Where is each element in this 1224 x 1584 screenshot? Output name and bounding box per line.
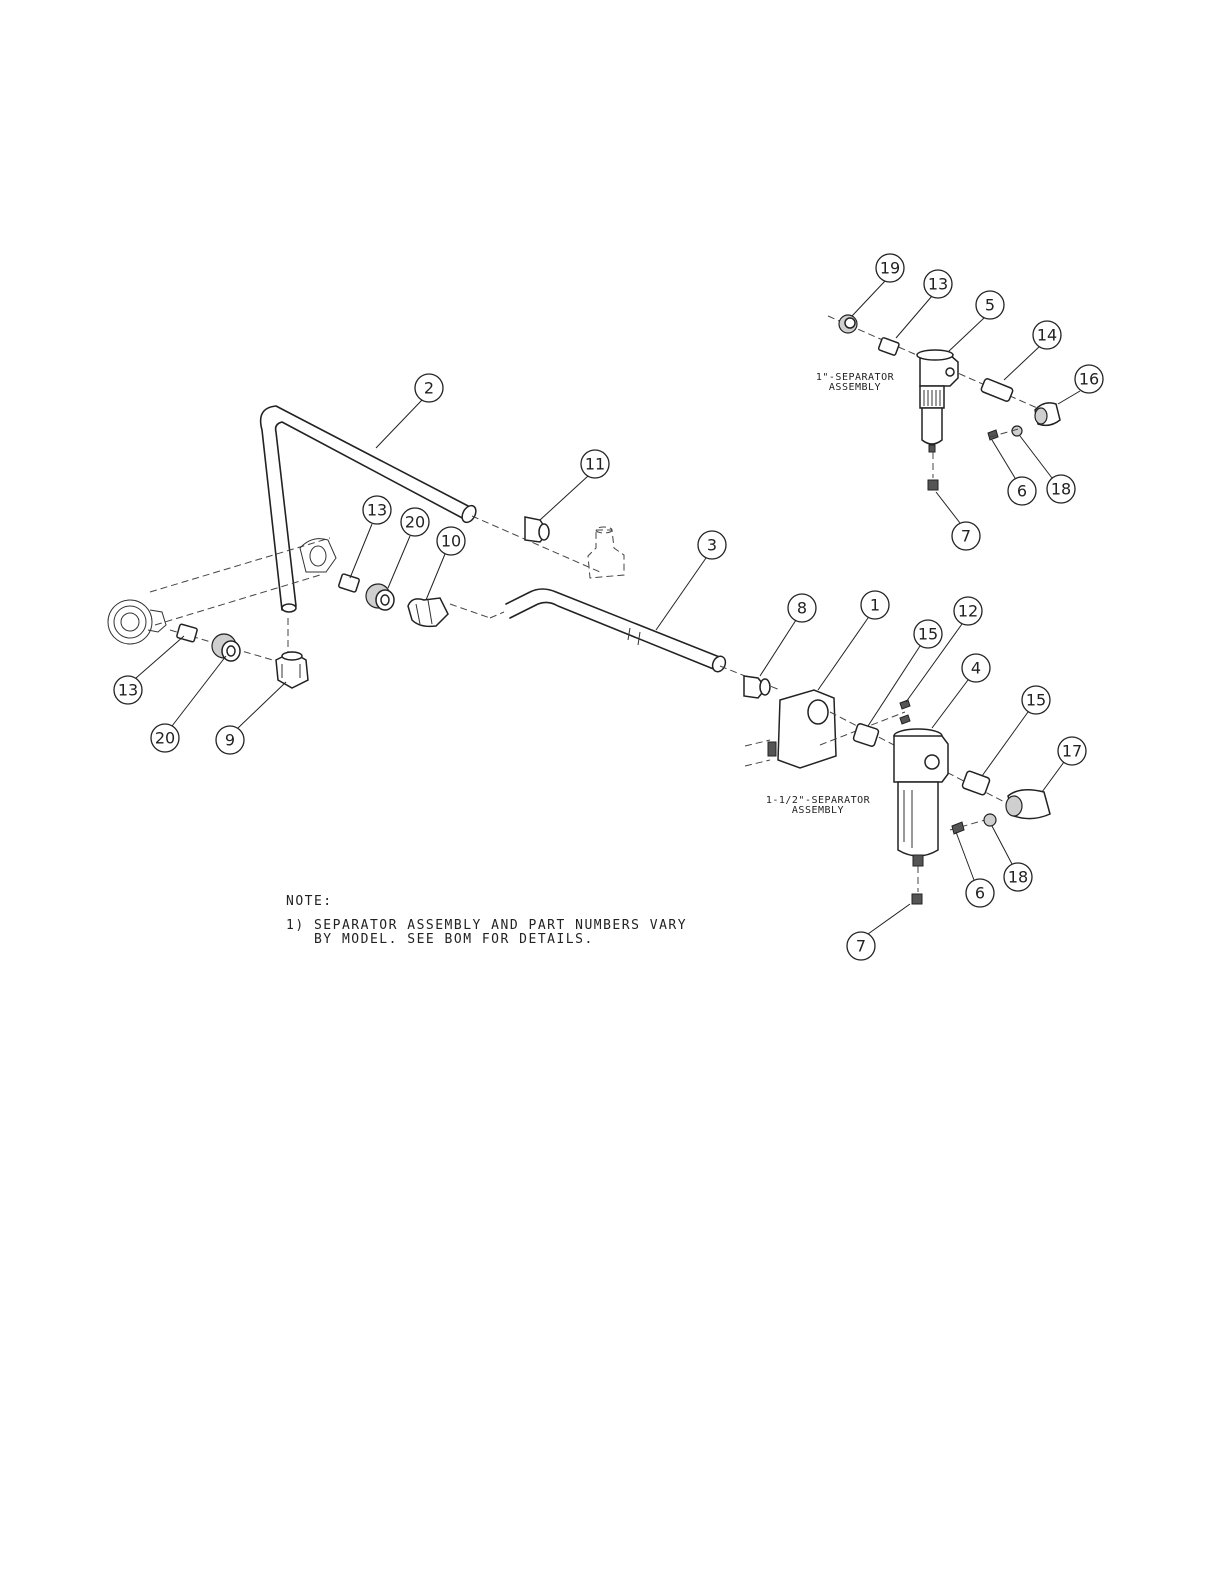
part-20-bushing-left: [212, 634, 240, 661]
balloon-number: 4: [971, 659, 981, 678]
balloon-7-top: 7: [952, 522, 980, 550]
note-heading: NOTE:: [286, 894, 333, 909]
balloon-6-top: 6: [1008, 477, 1036, 505]
part-17-elbow: [1006, 790, 1050, 819]
part-13-nipple-mid: [338, 574, 359, 593]
part-16-elbow: [1035, 403, 1060, 425]
balloon-15-b: 15: [1022, 686, 1050, 714]
part-19-reducer: [839, 315, 857, 333]
balloon-13-mid: 13: [363, 496, 391, 524]
part-1-bracket: [745, 690, 836, 768]
balloon-7-bot: 7: [847, 932, 875, 960]
balloon-number: 18: [1051, 480, 1071, 499]
balloon-number: 20: [405, 513, 425, 532]
balloon-9: 9: [216, 726, 244, 754]
balloon-number: 11: [585, 455, 605, 474]
one-half-inch-label-line2: ASSEMBLY: [792, 805, 844, 816]
balloon-2: 2: [415, 374, 443, 402]
balloon-number: 6: [1017, 482, 1027, 501]
part-18-fitting-bottom: [984, 814, 996, 826]
balloon-number: 3: [707, 536, 717, 555]
balloon-number: 7: [856, 937, 866, 956]
balloon-number: 8: [797, 599, 807, 618]
balloon-number: 17: [1062, 742, 1082, 761]
balloon-number: 6: [975, 884, 985, 903]
one-inch-separator-assembly: 1"-SEPARATOR ASSEMBLY: [816, 315, 1060, 490]
drawing-note: NOTE: 1) SEPARATOR ASSEMBLY AND PART NUM…: [286, 894, 687, 947]
balloon-8: 8: [788, 594, 816, 622]
balloon-18-top: 18: [1047, 475, 1075, 503]
balloon-6-bot: 6: [966, 879, 994, 907]
part-7-drain-top: [928, 480, 938, 490]
balloon-13-left: 13: [114, 676, 142, 704]
balloon-20-left: 20: [151, 724, 179, 752]
note-line-2: BY MODEL. SEE BOM FOR DETAILS.: [286, 932, 594, 947]
balloon-16: 16: [1075, 365, 1103, 393]
balloon-4: 4: [962, 654, 990, 682]
balloon-number: 2: [424, 379, 434, 398]
balloon-number: 16: [1079, 370, 1099, 389]
balloon-number: 7: [961, 527, 971, 546]
part-6-fitting-bottom: [952, 822, 964, 834]
part-13-nipple-top: [878, 337, 899, 355]
one-inch-label-line2: ASSEMBLY: [829, 382, 881, 393]
balloon-number: 9: [225, 731, 235, 750]
balloon-11: 11: [581, 450, 609, 478]
part-5-separator-filter: [917, 350, 958, 452]
balloon-3: 3: [698, 531, 726, 559]
part-20-bushing-mid: [366, 584, 394, 610]
part-9-tee-fitting: [276, 652, 308, 688]
balloon-number: 1: [870, 596, 880, 615]
part-15-nipple-b: [962, 770, 991, 795]
balloon-number: 18: [1008, 868, 1028, 887]
balloon-number: 13: [367, 501, 387, 520]
balloon-12: 12: [954, 597, 982, 625]
part-14-nipple: [980, 378, 1013, 402]
balloon-10: 10: [437, 527, 465, 555]
part-8-hex-nipple: [744, 676, 770, 698]
note-line-1: 1) SEPARATOR ASSEMBLY AND PART NUMBERS V…: [286, 918, 687, 933]
balloon-18-bot: 18: [1004, 863, 1032, 891]
balloon-number: 15: [918, 625, 938, 644]
balloon-number: 15: [1026, 691, 1046, 710]
part-10-elbow: [408, 598, 448, 626]
part-11-hex-nipple: [525, 517, 549, 542]
balloon-number: 19: [880, 259, 900, 278]
balloon-number: 10: [441, 532, 461, 551]
balloon-number: 20: [155, 729, 175, 748]
balloon-1: 1: [861, 591, 889, 619]
dashed-ghost-valve: [588, 527, 624, 578]
balloon-14: 14: [1033, 321, 1061, 349]
compressor-housing-ghost: [108, 539, 336, 644]
part-4-separator-filter: [894, 729, 948, 866]
balloon-number: 14: [1037, 326, 1057, 345]
balloon-number: 12: [958, 602, 978, 621]
balloon-13-top: 13: [924, 270, 952, 298]
part-15-nipple-a: [853, 723, 879, 747]
balloon-number: 5: [985, 296, 995, 315]
part-18-fitting-top: [1012, 426, 1022, 436]
balloon-5: 5: [976, 291, 1004, 319]
balloon-20-mid: 20: [401, 508, 429, 536]
balloon-15-a: 15: [914, 620, 942, 648]
balloon-19: 19: [876, 254, 904, 282]
balloon-number: 13: [928, 275, 948, 294]
part-7-drain-bottom: [912, 894, 922, 904]
part-3-pipe: [506, 589, 728, 674]
main-piping: 1-1/2"-SEPARATOR ASSEMBLY: [108, 406, 1050, 904]
balloon-17: 17: [1058, 737, 1086, 765]
balloon-number: 13: [118, 681, 138, 700]
